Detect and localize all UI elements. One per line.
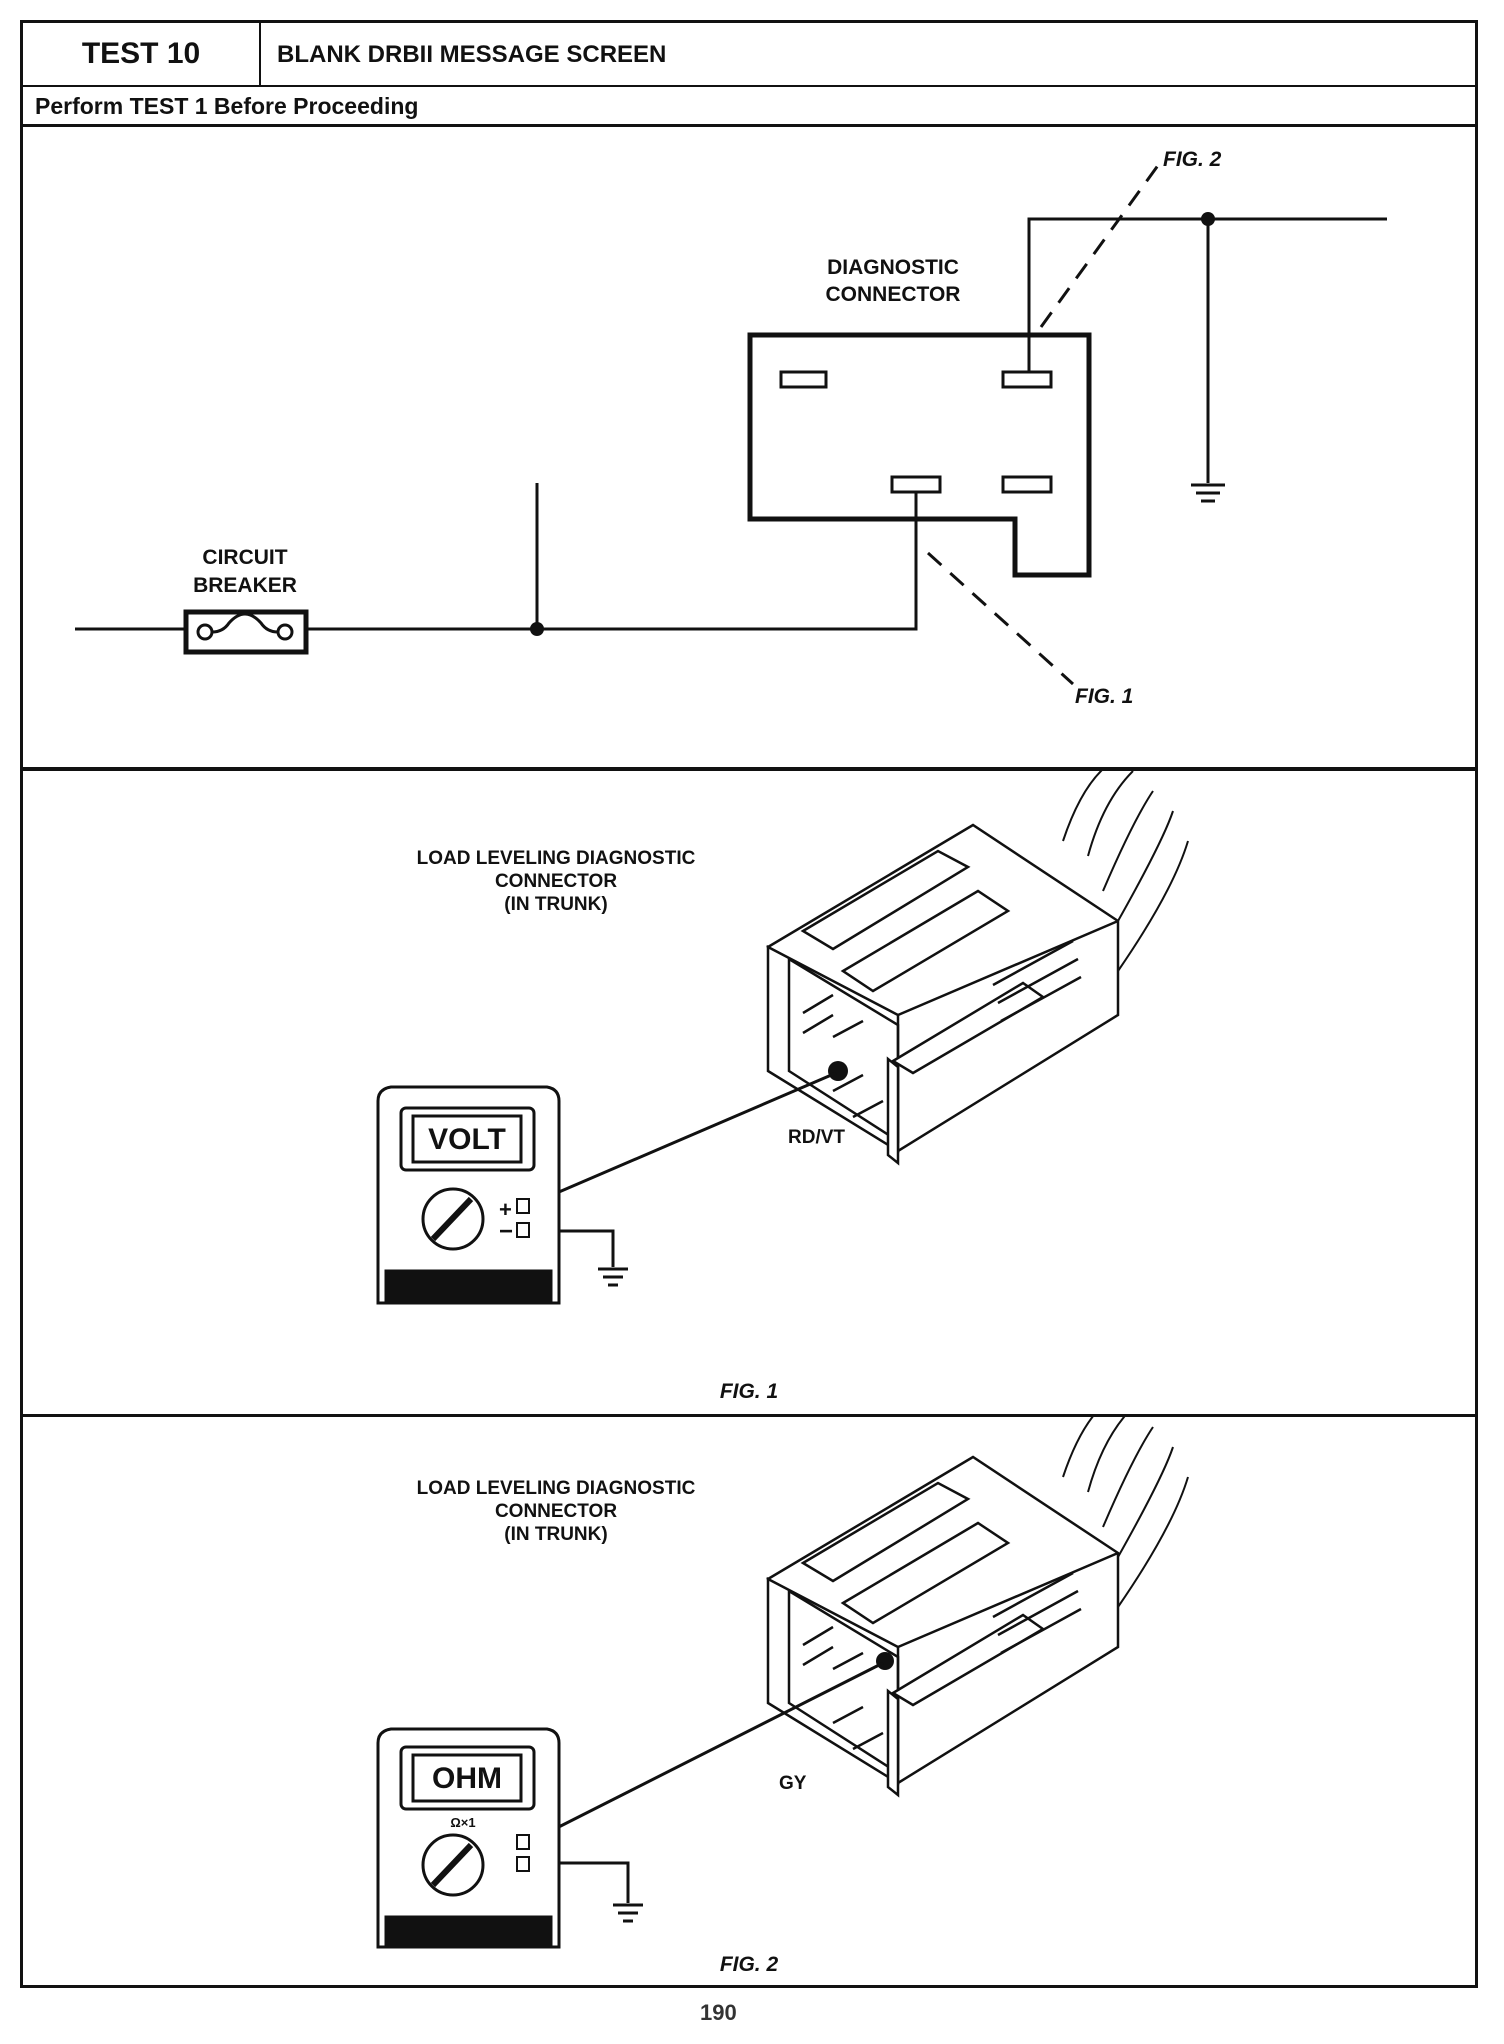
- fig2-caption: FIG. 2: [720, 1953, 779, 1976]
- fig1-caption: FIG. 1: [720, 1380, 778, 1403]
- breaker-label-line2: BREAKER: [193, 574, 297, 597]
- connector-pin-1: [779, 370, 828, 389]
- page-number: 190: [700, 2000, 737, 2025]
- fig1-connector-body: [766, 823, 1120, 1166]
- breaker-label-line1: CIRCUIT: [202, 546, 287, 569]
- test-number: TEST 10: [23, 23, 261, 85]
- fig1-callout-line: [926, 551, 1075, 686]
- schematic-diagram: DIAGNOSTIC CONNECTOR CIRCUIT BREAKER FIG…: [75, 148, 1387, 708]
- connector-pin-4: [1001, 475, 1053, 494]
- figure2-panel: LOAD LEVELING DIAGNOSTIC CONNECTOR (IN T…: [23, 1417, 1475, 1985]
- schematic-panel: DIAGNOSTIC CONNECTOR CIRCUIT BREAKER FIG…: [23, 127, 1475, 771]
- fig2-negative-lead: [533, 1861, 630, 1903]
- fig2-callout-text: FIG. 2: [1163, 148, 1222, 171]
- voltmeter-display: VOLT: [428, 1123, 506, 1156]
- header-row: TEST 10 BLANK DRBII MESSAGE SCREEN: [23, 23, 1475, 87]
- fig1-ground-symbol: [598, 1267, 628, 1287]
- fig2-connector-body: [766, 1455, 1120, 1798]
- voltmeter-minus-sign: −: [499, 1218, 513, 1245]
- fig1-wire-label: RD/VT: [788, 1127, 845, 1148]
- test-subtitle: Perform TEST 1 Before Proceeding: [23, 87, 1475, 127]
- fig1-title-line2: CONNECTOR: [495, 871, 617, 892]
- ohmmeter-display: OHM: [432, 1762, 502, 1795]
- fig2-harness-wires: [1062, 1417, 1189, 1608]
- voltmeter-plus-sign: +: [499, 1197, 512, 1222]
- fig1-positive-lead: [537, 1071, 837, 1203]
- fig2-positive-lead: [530, 1661, 884, 1843]
- figure1-illustration: LOAD LEVELING DIAGNOSTIC CONNECTOR (IN T…: [376, 771, 1189, 1403]
- fig1-callout-text: FIG. 1: [1075, 685, 1133, 708]
- connector-pin-3: [890, 475, 942, 494]
- fig2-wire-label: GY: [779, 1773, 807, 1794]
- fig2-title-line2: CONNECTOR: [495, 1501, 617, 1522]
- ground-wire: [1027, 217, 1387, 372]
- ohmmeter-range-label: Ω×1: [450, 1815, 475, 1830]
- figure2-illustration: LOAD LEVELING DIAGNOSTIC CONNECTOR (IN T…: [376, 1417, 1189, 1976]
- fig1-title-line3: (IN TRUNK): [504, 894, 607, 915]
- fig2-title-line1: LOAD LEVELING DIAGNOSTIC: [417, 1478, 696, 1499]
- voltmeter: [376, 1085, 561, 1305]
- figure1-panel: LOAD LEVELING DIAGNOSTIC CONNECTOR (IN T…: [23, 771, 1475, 1417]
- test-title: BLANK DRBII MESSAGE SCREEN: [277, 41, 667, 68]
- fig2-callout-line: [1039, 163, 1161, 328]
- connector-pin-2: [1001, 370, 1053, 389]
- test-page-frame: TEST 10 BLANK DRBII MESSAGE SCREEN Perfo…: [20, 20, 1478, 1988]
- fig2-probe-tip: [876, 1652, 894, 1670]
- circuit-breaker-box: [183, 609, 309, 655]
- fig1-harness-wires: [1062, 771, 1189, 972]
- fig1-title-line1: LOAD LEVELING DIAGNOSTIC: [417, 848, 696, 869]
- fig2-ground-symbol: [613, 1903, 643, 1923]
- fig2-title-line3: (IN TRUNK): [504, 1524, 607, 1545]
- diagnostic-connector-outline: [747, 332, 1092, 578]
- ground-symbol-schematic: [1191, 483, 1225, 503]
- ohmmeter: [376, 1727, 561, 1949]
- connector-label-line1: DIAGNOSTIC: [827, 256, 959, 279]
- connector-label-line2: CONNECTOR: [826, 283, 961, 306]
- fig1-probe-tip: [828, 1061, 848, 1081]
